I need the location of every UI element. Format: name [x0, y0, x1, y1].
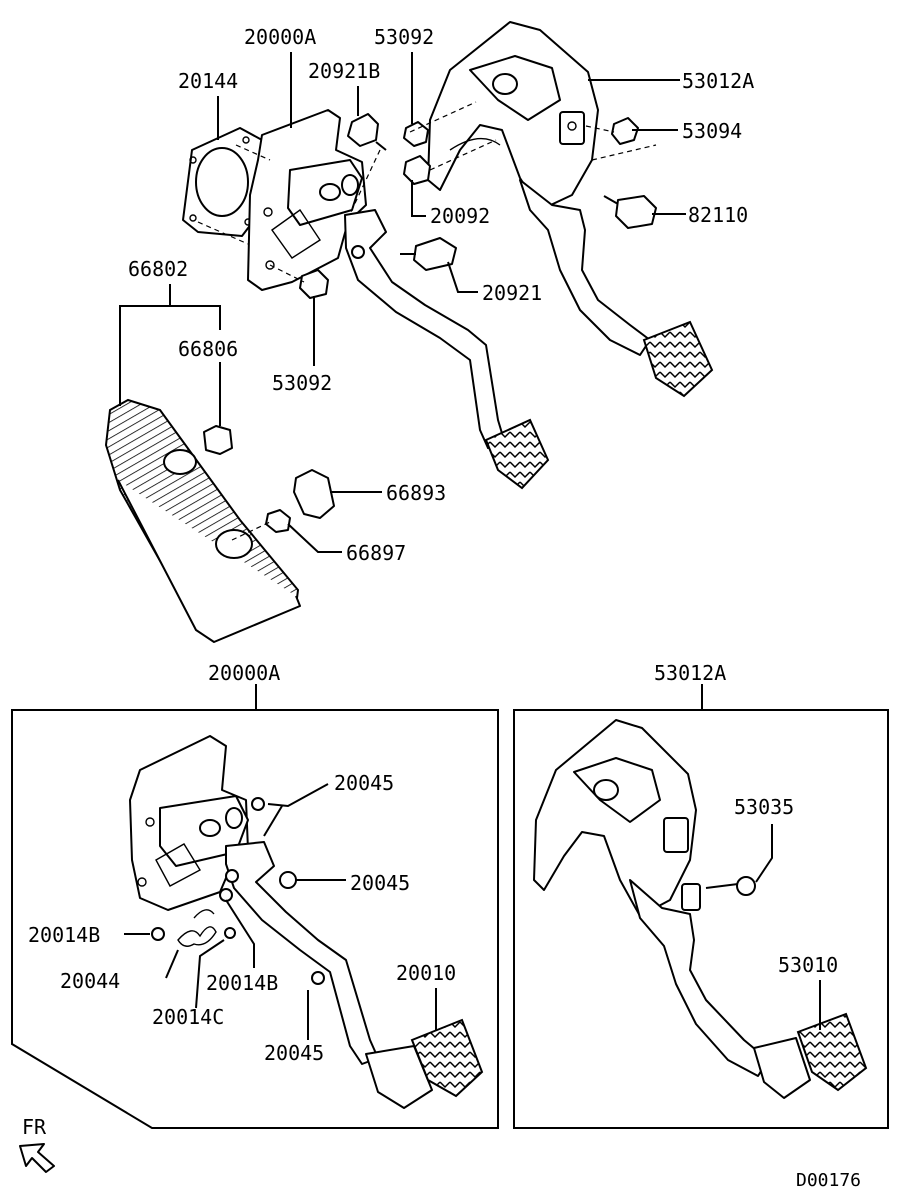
label-66802: 66802 — [128, 257, 188, 281]
alignment-lines-top — [197, 101, 657, 283]
label-20045-b: 20045 — [350, 871, 410, 895]
label-20014C: 20014C — [152, 1005, 224, 1029]
front-direction-arrow-icon — [19, 1143, 55, 1173]
label-20014B-b: 20014B — [206, 971, 278, 995]
label-66893: 66893 — [386, 481, 446, 505]
clutch-detail-box — [11, 684, 499, 1129]
label-66806: 66806 — [178, 337, 238, 361]
label-20921B: 20921B — [308, 59, 380, 83]
hardware-top — [299, 113, 657, 299]
clutch-pedal-top — [344, 209, 550, 490]
label-20014B-a: 20014B — [28, 923, 100, 947]
accelerator-pedal — [104, 398, 301, 643]
label-82110: 82110 — [688, 203, 748, 227]
label-53094: 53094 — [682, 119, 742, 143]
label-20144: 20144 — [178, 69, 238, 93]
label-53092-top: 53092 — [374, 25, 434, 49]
label-53035: 53035 — [734, 795, 794, 819]
label-20092: 20092 — [430, 204, 490, 228]
label-53012A-box: 53012A — [654, 661, 726, 685]
label-20044: 20044 — [60, 969, 120, 993]
brake-detail-box — [513, 684, 889, 1129]
label-20000A-top: 20000A — [244, 25, 316, 49]
brake-bracket-top — [427, 21, 599, 211]
label-66897: 66897 — [346, 541, 406, 565]
label-20000A-box: 20000A — [208, 661, 280, 685]
label-53012A-top: 53012A — [682, 69, 754, 93]
diagram-code: D00176 — [796, 1170, 861, 1187]
label-53010: 53010 — [778, 953, 838, 977]
label-20010: 20010 — [396, 961, 456, 985]
label-53092-mid: 53092 — [272, 371, 332, 395]
accelerator-hardware — [203, 425, 335, 541]
brake-pedal-top — [519, 179, 714, 398]
label-20045-a: 20045 — [334, 771, 394, 795]
gasket-20144 — [182, 127, 263, 237]
label-fr: FR — [22, 1115, 47, 1139]
clutch-bracket-top — [247, 109, 367, 291]
leader-lines-top — [119, 52, 686, 553]
label-20045-c: 20045 — [264, 1041, 324, 1065]
label-20921: 20921 — [482, 281, 542, 305]
